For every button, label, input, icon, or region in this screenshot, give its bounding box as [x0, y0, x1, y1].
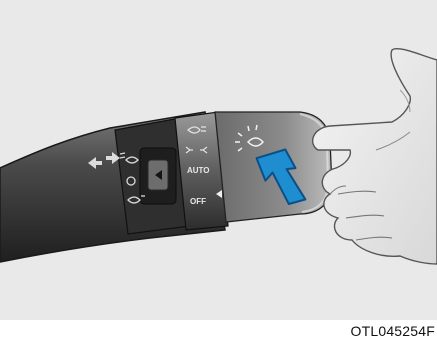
- headlight-switch-illustration: AUTO OFF: [0, 0, 437, 320]
- auto-position-label: AUTO: [187, 166, 210, 175]
- fog-light-switch: [140, 148, 176, 204]
- figure-code: OTL045254F: [351, 323, 436, 339]
- off-position-label: OFF: [190, 197, 206, 206]
